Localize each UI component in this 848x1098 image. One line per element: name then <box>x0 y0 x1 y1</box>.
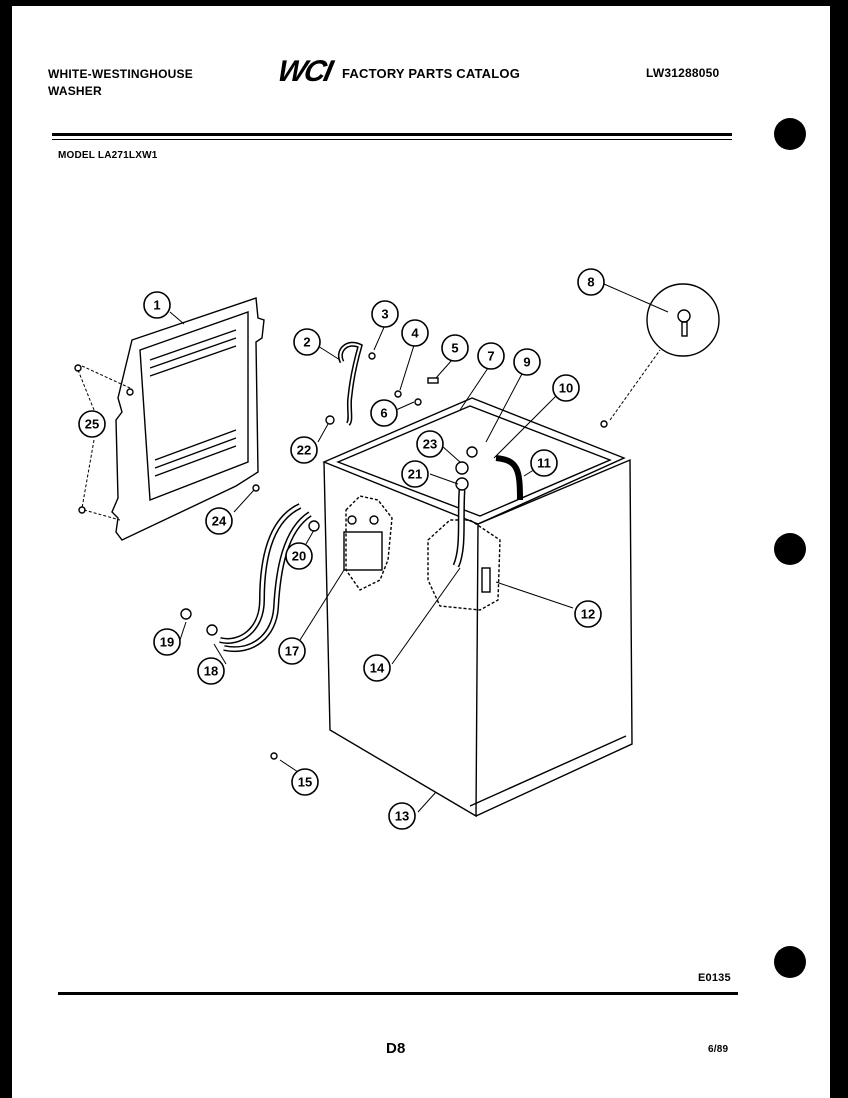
catalog-number: LW31288050 <box>646 66 720 80</box>
callout-bubble-6 <box>370 399 398 427</box>
callout-label-11: 11 <box>537 456 551 471</box>
binder-hole-bottom <box>774 946 806 978</box>
callout-label-2: 2 <box>303 335 310 350</box>
callout-label-13: 13 <box>395 809 409 824</box>
page-date: 6/89 <box>708 1044 729 1055</box>
callout-bubble-8 <box>577 268 605 296</box>
callout-label-25: 25 <box>85 417 99 432</box>
callout-label-6: 6 <box>380 406 387 421</box>
callout-bubble-19 <box>153 628 181 656</box>
callout-label-21: 21 <box>408 467 422 482</box>
callout-bubble-1 <box>143 291 171 319</box>
callout-label-24: 24 <box>212 514 227 529</box>
callout-label-20: 20 <box>292 549 306 564</box>
callout-label-12: 12 <box>581 607 595 622</box>
callout-bubble-17 <box>278 637 306 665</box>
callout-label-5: 5 <box>451 341 458 356</box>
header-rule-top <box>52 133 732 136</box>
model-label: MODEL LA271LXW1 <box>58 150 158 161</box>
callout-label-19: 19 <box>160 635 174 650</box>
callout-label-10: 10 <box>559 381 573 396</box>
binder-hole-top <box>774 118 806 150</box>
cabinet <box>322 397 633 818</box>
header-rule-bottom <box>52 139 732 140</box>
callout-label-7: 7 <box>487 349 494 364</box>
catalog-page <box>12 6 830 1098</box>
brand-line-1: WHITE-WESTINGHOUSE <box>48 67 193 81</box>
callout-bubble-20 <box>285 542 313 570</box>
callout-bubble-23 <box>416 430 444 458</box>
page-code: D8 <box>386 1040 406 1057</box>
callout-label-1: 1 <box>153 298 160 313</box>
callout-bubble-11 <box>530 449 558 477</box>
brand-line-2: WASHER <box>48 84 102 98</box>
callout-bubble-18 <box>197 657 225 685</box>
callout-label-15: 15 <box>298 775 312 790</box>
catalog-title: FACTORY PARTS CATALOG <box>342 66 521 81</box>
callout-bubble-7 <box>477 342 505 370</box>
callout-label-3: 3 <box>381 307 388 322</box>
callout-bubble-3 <box>371 300 399 328</box>
callout-bubble-12 <box>574 600 602 628</box>
callout-bubble-13 <box>388 802 416 830</box>
callout-label-4: 4 <box>411 326 419 341</box>
binder-hole-middle <box>774 533 806 565</box>
callout-bubble-10 <box>552 374 580 402</box>
callout-bubble-2 <box>293 328 321 356</box>
callout-bubble-9 <box>513 348 541 376</box>
callout-label-8: 8 <box>587 275 594 290</box>
callout-bubble-22 <box>290 436 318 464</box>
callout-label-17: 17 <box>285 644 299 659</box>
callout-bubble-21 <box>401 460 429 488</box>
callout-bubble-5 <box>441 334 469 362</box>
drawing-code: E0135 <box>698 972 731 984</box>
callout-bubble-24 <box>205 507 233 535</box>
footer-rule <box>58 992 738 995</box>
callout-label-22: 22 <box>297 443 311 458</box>
rear-panel <box>111 297 265 541</box>
callout-bubble-15 <box>291 768 319 796</box>
callout-label-14: 14 <box>370 661 385 676</box>
callout-bubble-14 <box>363 654 391 682</box>
callout-bubble-25 <box>78 410 106 438</box>
callout-bubble-4 <box>401 319 429 347</box>
callout-label-18: 18 <box>204 664 218 679</box>
callout-label-9: 9 <box>523 355 530 370</box>
callout-label-23: 23 <box>423 437 437 452</box>
